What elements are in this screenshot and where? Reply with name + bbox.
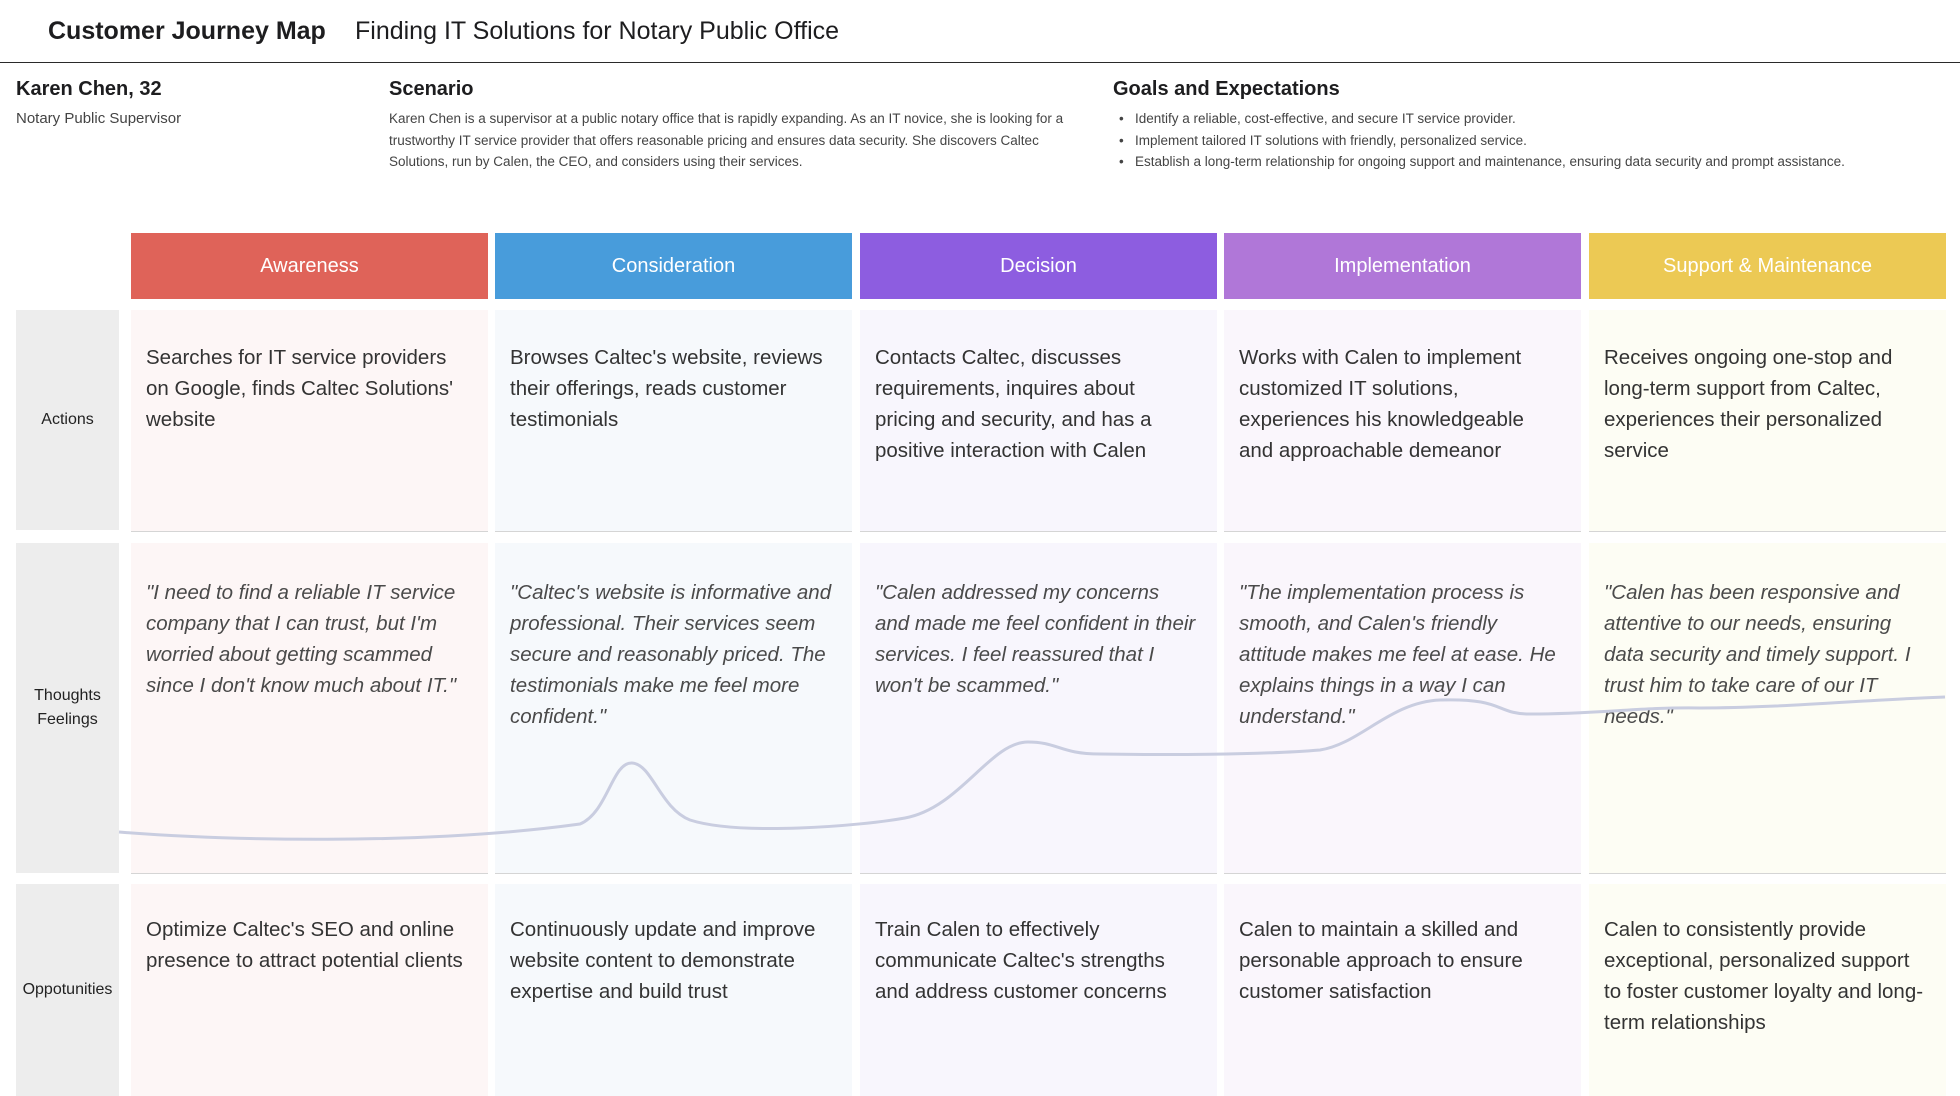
thought-text: "The implementation process is smooth, a… xyxy=(1239,581,1556,728)
opportunity-text: Optimize Caltec's SEO and online presenc… xyxy=(146,918,463,972)
row-label-thoughts: Thoughts Feelings xyxy=(16,543,119,873)
action-text: Works with Calen to implement customized… xyxy=(1239,346,1524,462)
opportunity-cell: Optimize Caltec's SEO and online presenc… xyxy=(131,884,488,1096)
thought-text: "Caltec's website is informative and pro… xyxy=(510,581,832,728)
stage-header-implementation: Implementation xyxy=(1224,233,1581,299)
opportunity-text: Calen to maintain a skilled and personab… xyxy=(1239,918,1523,1003)
thought-text: "Calen addressed my concerns and made me… xyxy=(875,581,1196,697)
action-cell: Searches for IT service providers on Goo… xyxy=(131,310,488,532)
thought-text: "I need to find a reliable IT service co… xyxy=(146,581,457,697)
row-label-opportunities: Oppotunities xyxy=(16,884,119,1096)
opportunity-text: Calen to consistently provide exceptiona… xyxy=(1604,918,1924,1034)
row-label-actions-text: Actions xyxy=(41,411,94,428)
app-title: Customer Journey Map xyxy=(48,17,326,45)
opportunity-cell: Train Calen to effectively communicate C… xyxy=(860,884,1217,1096)
thought-cell: "Calen has been responsive and attentive… xyxy=(1589,543,1946,874)
stage-header-awareness: Awareness xyxy=(131,233,488,299)
action-cell: Browses Caltec's website, reviews their … xyxy=(495,310,852,532)
action-text: Browses Caltec's website, reviews their … xyxy=(510,346,823,431)
persona-name: Karen Chen, 32 xyxy=(16,78,162,100)
opportunity-text: Train Calen to effectively communicate C… xyxy=(875,918,1167,1003)
thought-cell: "Caltec's website is informative and pro… xyxy=(495,543,852,874)
row-label-thoughts-text: Thoughts Feelings xyxy=(34,687,101,728)
goal-item: Establish a long-term relationship for o… xyxy=(1113,151,1845,173)
top-bar: Customer Journey Map Finding IT Solution… xyxy=(0,0,1960,63)
action-text: Contacts Caltec, discusses requirements,… xyxy=(875,346,1152,462)
row-label-opportunities-text: Oppotunities xyxy=(22,981,113,998)
scenario-title: Scenario xyxy=(389,78,474,100)
action-text: Receives ongoing one-stop and long-term … xyxy=(1604,346,1893,462)
thought-text: "Calen has been responsive and attentive… xyxy=(1604,581,1911,728)
thought-cell: "I need to find a reliable IT service co… xyxy=(131,543,488,874)
thought-cell: "The implementation process is smooth, a… xyxy=(1224,543,1581,874)
goal-item: Identify a reliable, cost-effective, and… xyxy=(1113,108,1845,130)
opportunity-cell: Continuously update and improve website … xyxy=(495,884,852,1096)
scenario-text: Karen Chen is a supervisor at a public n… xyxy=(389,111,1064,169)
persona-role: Notary Public Supervisor xyxy=(16,110,182,127)
action-cell: Receives ongoing one-stop and long-term … xyxy=(1589,310,1946,532)
goals-list: Identify a reliable, cost-effective, and… xyxy=(1113,108,1845,173)
map-title: Finding IT Solutions for Notary Public O… xyxy=(355,17,840,45)
opportunity-cell: Calen to consistently provide exceptiona… xyxy=(1589,884,1946,1096)
opportunity-text: Continuously update and improve website … xyxy=(510,918,816,1003)
stage-header-decision: Decision xyxy=(860,233,1217,299)
stage-header-support-maintenance: Support & Maintenance xyxy=(1589,233,1946,299)
action-text: Searches for IT service providers on Goo… xyxy=(146,346,454,431)
stage-header-consideration: Consideration xyxy=(495,233,852,299)
opportunity-cell: Calen to maintain a skilled and personab… xyxy=(1224,884,1581,1096)
thought-cell: "Calen addressed my concerns and made me… xyxy=(860,543,1217,874)
action-cell: Contacts Caltec, discusses requirements,… xyxy=(860,310,1217,532)
goal-item: Implement tailored IT solutions with fri… xyxy=(1113,130,1845,152)
action-cell: Works with Calen to implement customized… xyxy=(1224,310,1581,532)
row-label-actions: Actions xyxy=(16,310,119,530)
goals-title: Goals and Expectations xyxy=(1113,78,1340,100)
